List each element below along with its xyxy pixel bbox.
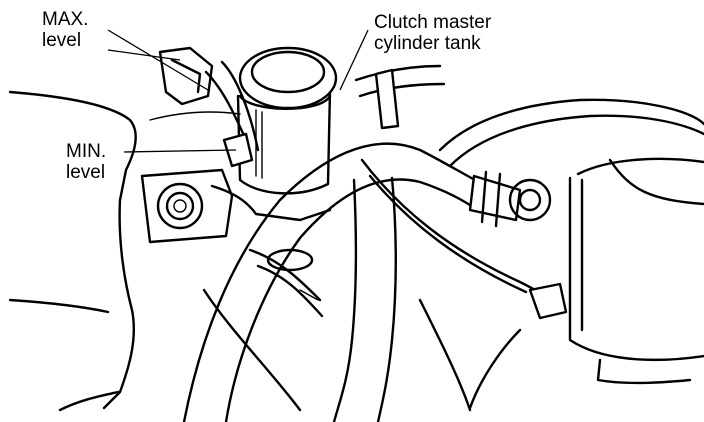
label-leader-lines [107, 29, 369, 153]
max-level-label: MAX. level [42, 9, 88, 51]
large-hose [182, 142, 488, 422]
fluid-pipe [360, 158, 568, 320]
max-level-label-line2: level [42, 30, 82, 51]
level-sensor-connector [158, 46, 260, 168]
right-box-component [568, 157, 704, 385]
brake-booster [438, 98, 704, 410]
max-level-label-line1: MAX. [42, 9, 89, 30]
min-level-label-line1: MIN. [66, 141, 107, 162]
min-level-label: MIN. level [66, 141, 106, 183]
mounting-bracket [140, 168, 234, 244]
min-leader [123, 149, 237, 153]
clutch-tank-label: Clutch master cylinder tank [374, 12, 491, 54]
max-leader-branch [107, 49, 181, 61]
min-level-label-line2: level [66, 162, 106, 183]
hose-clamp-assembly [468, 170, 552, 228]
max-leader [107, 29, 209, 91]
clutch-tank-label-line1: Clutch master [374, 12, 492, 33]
left-body-panel [8, 90, 241, 412]
lower-components [202, 248, 472, 412]
upper-strap [354, 64, 446, 130]
clutch-tank-label-line2: cylinder tank [374, 33, 481, 54]
tank-leader [339, 29, 369, 91]
